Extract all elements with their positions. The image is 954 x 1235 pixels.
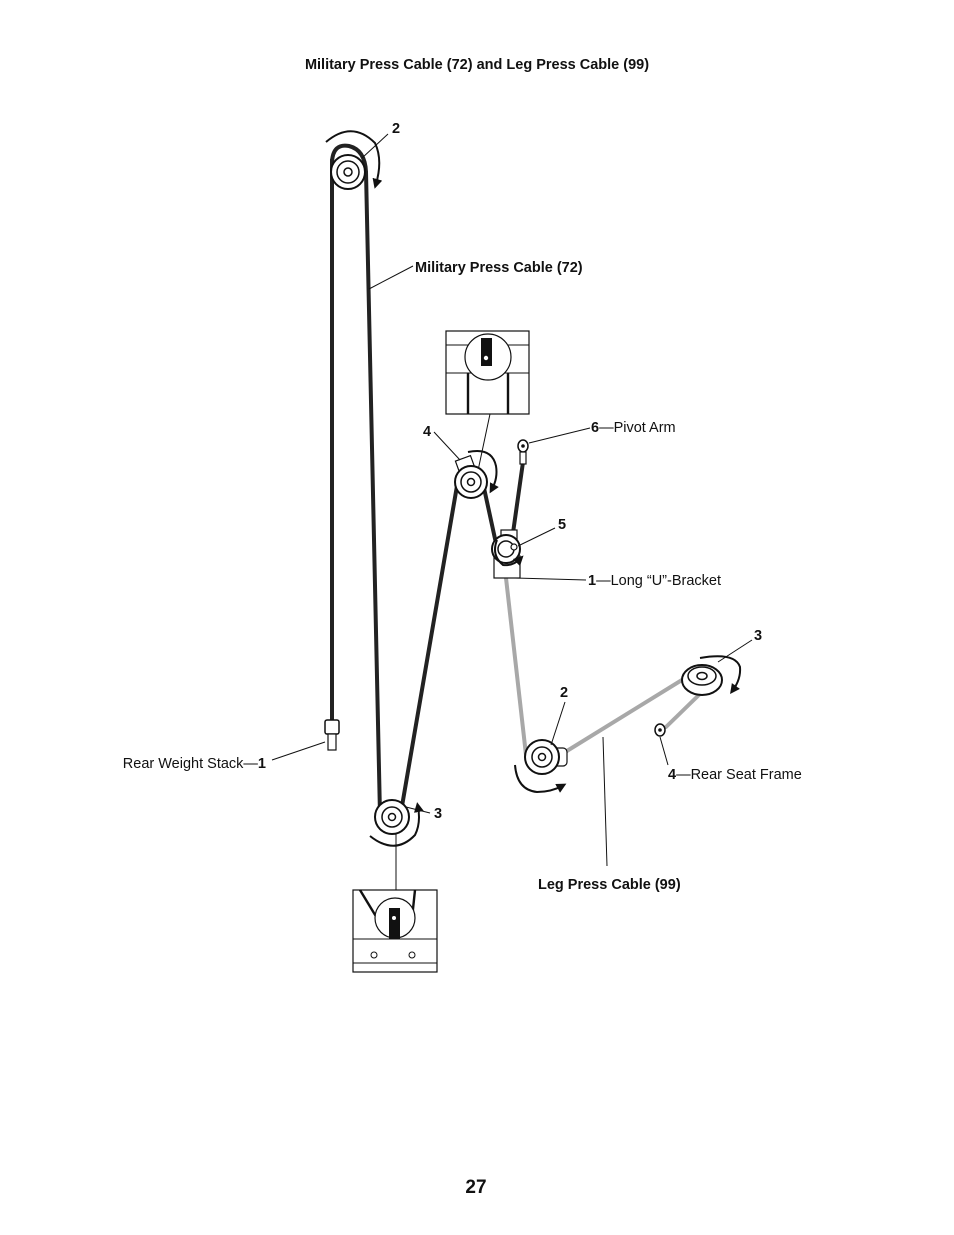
weight-stack-text: Rear Weight Stack— bbox=[123, 756, 259, 772]
military-cable-label: Military Press Cable (72) bbox=[415, 260, 583, 276]
right-pulley-leader bbox=[717, 639, 753, 663]
leg-press-cable bbox=[504, 576, 706, 757]
bottom-pulley bbox=[374, 799, 410, 835]
page-number: 27 bbox=[465, 1177, 486, 1198]
pulley-5-number: 5 bbox=[558, 517, 566, 533]
rear-seat-leader bbox=[659, 736, 669, 766]
diagram-title: Military Press Cable (72) and Leg Press … bbox=[305, 57, 649, 73]
u-bracket-leader bbox=[514, 577, 587, 581]
pulley-4-rotation-arrow bbox=[467, 450, 499, 494]
military-cable-leader bbox=[368, 265, 414, 290]
pivot-arm-number: 6 bbox=[591, 420, 599, 436]
bottom-pulley-leader bbox=[405, 806, 431, 814]
bottom-pulley-rotation-arrow bbox=[369, 802, 424, 847]
pivot-arm-text: —Pivot Arm bbox=[599, 420, 676, 436]
weight-stack-leader bbox=[271, 741, 326, 761]
top-pulley-leader bbox=[361, 133, 389, 159]
top-pulley bbox=[330, 154, 366, 190]
leg-cable-leader bbox=[602, 736, 608, 867]
pulley-5-rotation-arrow bbox=[494, 539, 524, 567]
rear-seat-number: 4 bbox=[668, 767, 676, 783]
weight-stack-number: 1 bbox=[258, 756, 266, 772]
u-bracket-text: —Long “U”-Bracket bbox=[596, 573, 721, 589]
rear-seat-label: 4—Rear Seat Frame bbox=[668, 767, 802, 783]
leg-pulley-rotation-arrow bbox=[514, 764, 567, 794]
rear-seat-text: —Rear Seat Frame bbox=[676, 767, 802, 783]
pulley-4 bbox=[454, 454, 488, 499]
u-bracket-label: 1—Long “U”-Bracket bbox=[588, 573, 721, 589]
leg-pulley-number: 2 bbox=[560, 685, 568, 701]
bottom-pulley-number: 3 bbox=[434, 806, 442, 822]
leg-cable-label: Leg Press Cable (99) bbox=[538, 877, 681, 893]
pivot-arm-leader bbox=[528, 427, 591, 444]
upper-detail-inset bbox=[445, 330, 530, 415]
pulley-4-leader bbox=[433, 431, 461, 461]
leg-pulley-leader bbox=[550, 701, 566, 746]
pivot-arm-end bbox=[517, 439, 529, 465]
military-press-cable bbox=[330, 158, 526, 817]
lower-detail-inset bbox=[352, 889, 438, 973]
right-pulley-rotation-arrow bbox=[699, 655, 742, 695]
pivot-arm-label: 6—Pivot Arm bbox=[591, 420, 676, 436]
leg-pulley bbox=[524, 739, 568, 775]
cable-wrap-top bbox=[330, 143, 368, 173]
u-bracket-number: 1 bbox=[588, 573, 596, 589]
top-pulley-number: 2 bbox=[392, 121, 400, 137]
pulley-4-number: 4 bbox=[423, 424, 431, 440]
rear-seat-frame-end bbox=[654, 723, 666, 737]
right-pulley bbox=[681, 664, 723, 696]
weight-stack-label: Rear Weight Stack—1 bbox=[123, 756, 266, 772]
right-pulley-number: 3 bbox=[754, 628, 762, 644]
pulley-5-leader bbox=[517, 527, 556, 547]
weight-stack-connector bbox=[324, 719, 340, 751]
top-pulley-rotation-arrow bbox=[325, 130, 383, 189]
